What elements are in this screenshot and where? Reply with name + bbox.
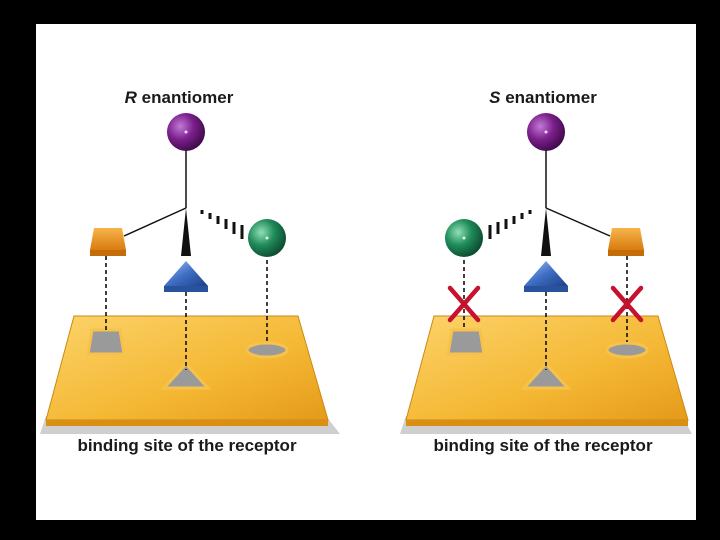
circle-binding-site [605,341,649,359]
no-bind-cross-icon [610,285,644,323]
figure-canvas: R enantiomer [36,24,696,520]
wedge-bond [541,208,551,256]
title-rest: enantiomer [136,88,234,107]
no-bind-cross-icon [447,285,481,323]
bond-to-orange [545,207,611,237]
panel-s-enantiomer: S enantiomer [366,24,696,520]
blue-pyramid-substituent [164,261,208,286]
panel-r-enantiomer: R enantiomer [36,24,366,520]
panel-title-s: S enantiomer [378,88,708,108]
triangle-binding-site [520,361,572,390]
title-letter: R [124,88,137,107]
caption-r: binding site of the receptor [77,436,297,455]
orange-block-substituent [90,228,126,250]
circle-binding-site [245,341,289,359]
s-enantiomer-drawing [400,113,692,434]
wedge-bond [181,208,191,256]
triangle-binding-site [160,361,212,390]
title-letter: S [489,88,501,107]
r-enantiomer-drawing [40,113,340,434]
blue-pyramid-substituent [524,261,568,286]
caption-s: binding site of the receptor [433,436,653,455]
bond-to-orange [123,207,187,237]
square-binding-site [86,328,126,356]
orange-block-substituent [608,228,644,250]
hashed-bond [200,210,244,239]
hashed-bond [488,210,532,239]
square-binding-site [446,328,486,356]
receptor-plate-edge [46,420,328,426]
title-rest: enantiomer [500,88,597,107]
receptor-plate-edge [406,420,688,426]
panel-title-r: R enantiomer [14,88,344,108]
